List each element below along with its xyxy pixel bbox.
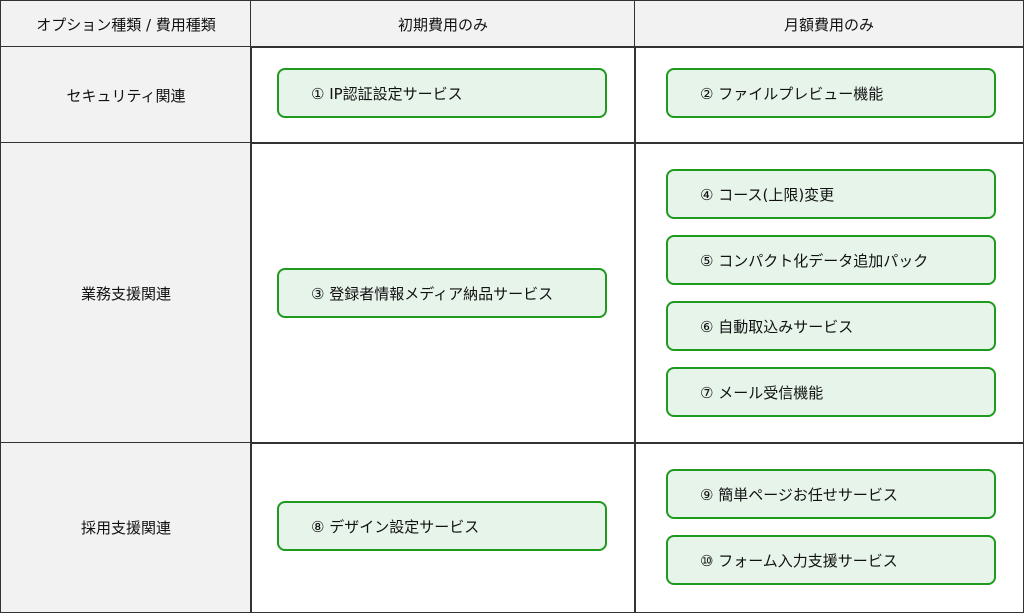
option-item: ⑦ メール受信機能 [666,367,996,417]
option-item: ⑤ コンパクト化データ追加パック [666,235,996,285]
option-item: ⑥ 自動取込みサービス [666,301,996,351]
header-corner: オプション種類 / 費用種類 [0,0,252,48]
header-monthly: 月額費用のみ [634,0,1024,48]
row-label-business: 業務支援関連 [0,142,252,444]
option-item: ⑨ 簡単ページお任せサービス [666,469,996,519]
row-label-security: セキュリティ関連 [0,46,252,144]
option-item: ② ファイルプレビュー機能 [666,68,996,118]
option-item: ④ コース(上限)変更 [666,169,996,219]
header-initial: 初期費用のみ [250,0,636,48]
option-item: ① IP認証設定サービス [277,68,607,118]
cell [250,46,636,144]
row-label-recruit: 採用支援関連 [0,442,252,613]
option-item: ⑧ デザイン設定サービス [277,501,607,551]
cell [634,442,1024,613]
cell [250,142,636,444]
option-item: ⑩ フォーム入力支援サービス [666,535,996,585]
option-item: ③ 登録者情報メディア納品サービス [277,268,607,318]
